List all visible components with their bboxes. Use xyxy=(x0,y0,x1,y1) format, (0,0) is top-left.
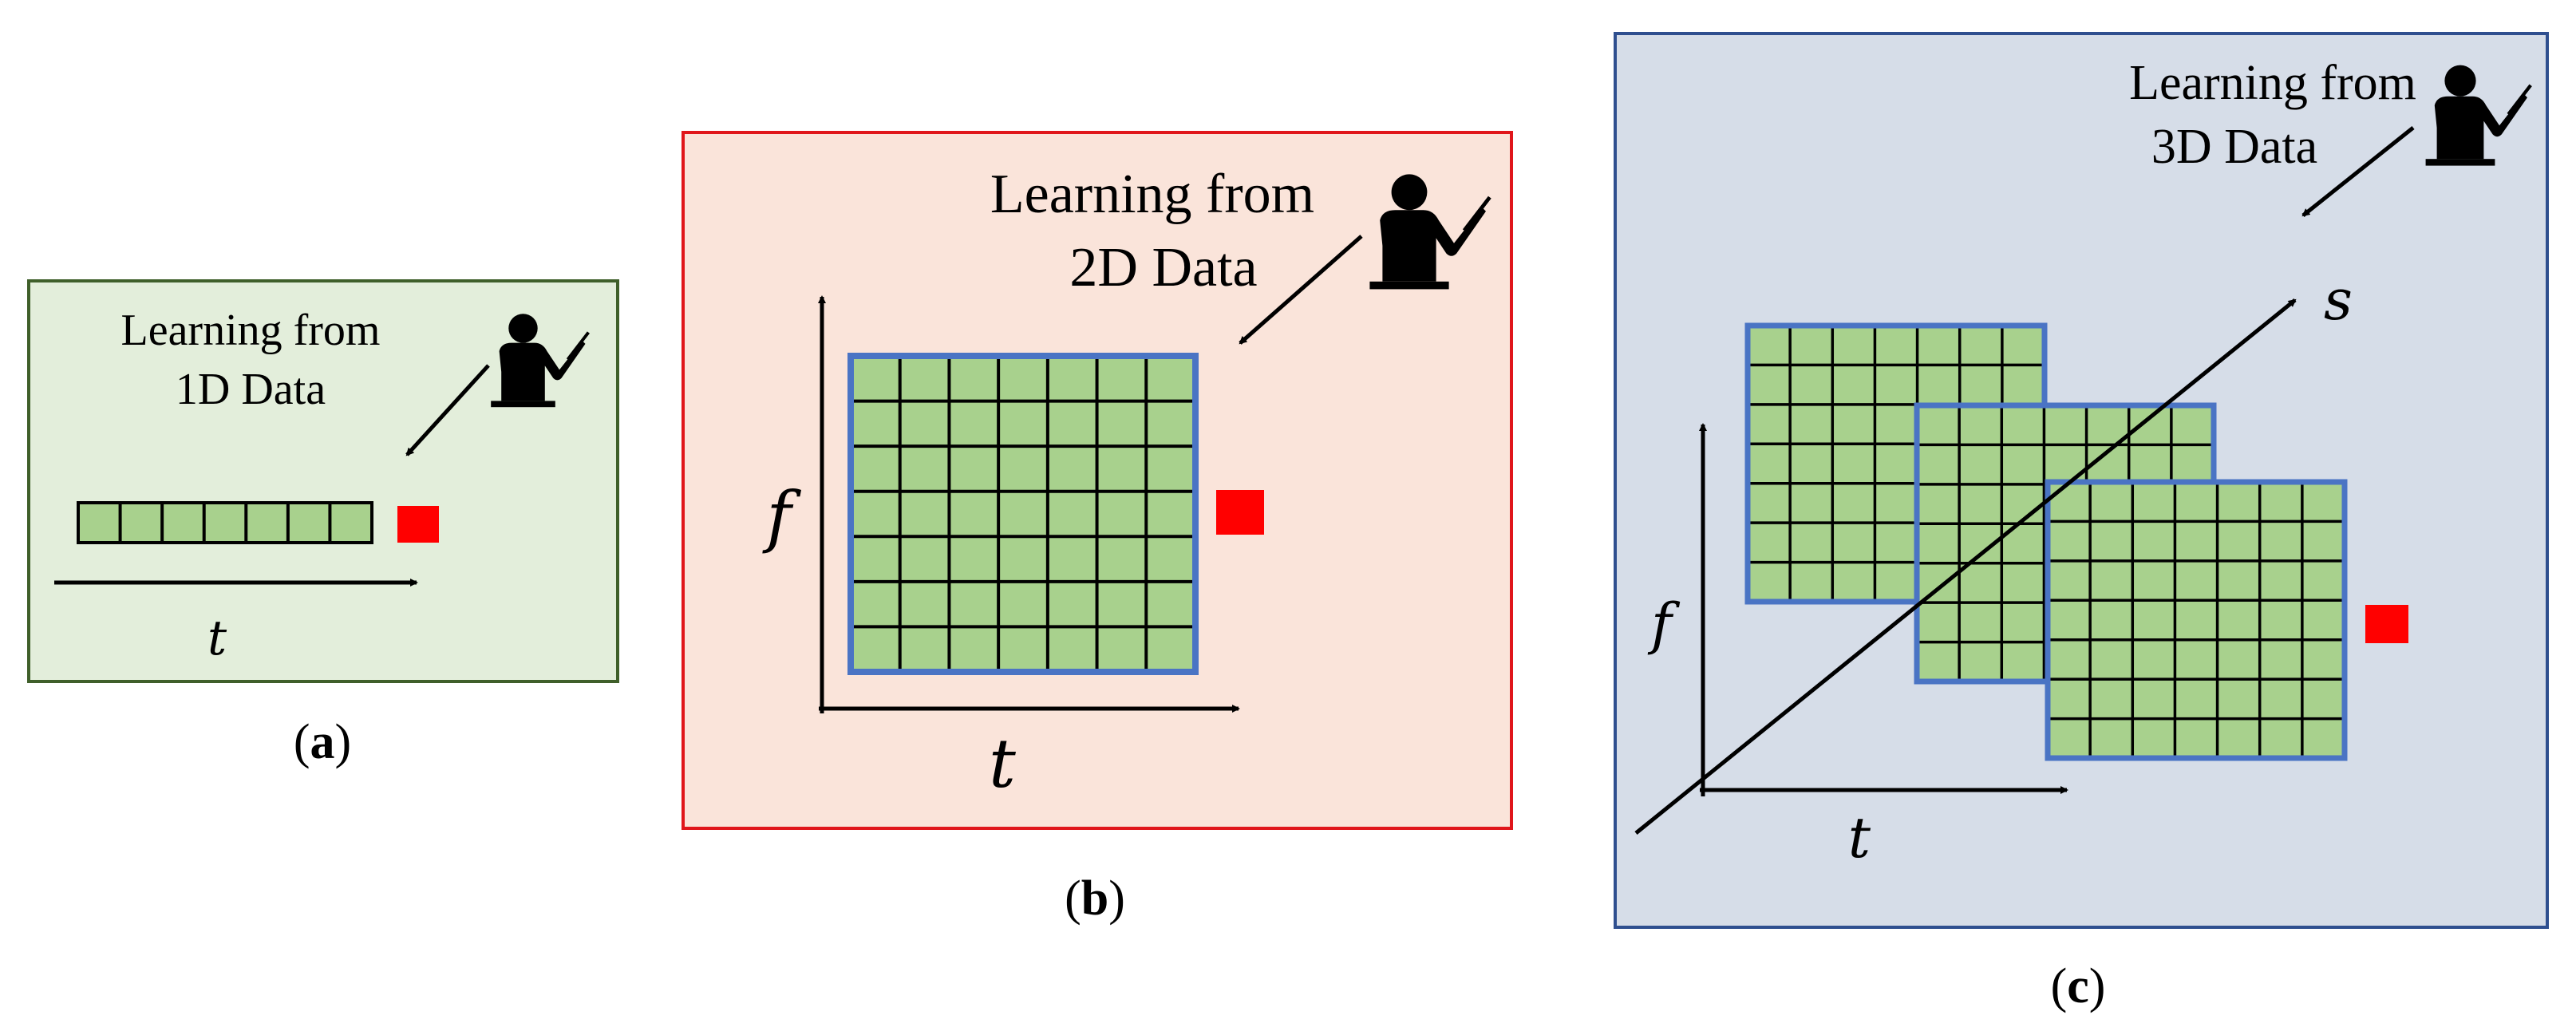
panel-b-marker xyxy=(1216,490,1264,535)
grid-3d-slice-3-border xyxy=(2045,479,2348,761)
panel-a-pointer-arrow xyxy=(405,364,490,456)
panel-c-grids xyxy=(1744,322,2348,761)
panel-a-marker xyxy=(397,506,439,543)
panel-c-marker xyxy=(2365,605,2408,643)
panel-b-title-line1: Learning from xyxy=(990,164,1314,225)
panel-c-title-line2: 3D Data xyxy=(2151,120,2317,174)
panel-a: Learning from 1D Data t xyxy=(27,279,619,683)
caption-a-letter: a xyxy=(310,715,335,769)
panel-c: Learning from 3D Data f t s xyxy=(1614,32,2549,929)
caption-a: (a) xyxy=(294,715,351,769)
panel-b-title-line2: 2D Data xyxy=(1069,237,1257,298)
panel-c-s-label: s xyxy=(2324,267,2353,333)
caption-b: (b) xyxy=(1065,871,1125,926)
grid-2d xyxy=(847,353,1199,675)
grid-2d-fill xyxy=(851,356,1195,672)
panel-b-t-label: t xyxy=(989,725,1016,803)
panel-c-t-label: t xyxy=(1848,805,1871,871)
grid-3d-slice-3-fill xyxy=(2048,482,2345,758)
panel-c-s-axis xyxy=(1634,298,2297,835)
panel-b-grid xyxy=(847,353,1199,675)
panel-b: Learning from 2D Data f t xyxy=(682,131,1513,830)
panel-a-t-label: t xyxy=(207,610,227,666)
panel-a-title-line2: 1D Data xyxy=(176,365,326,414)
grid-2d-border xyxy=(847,353,1199,675)
caption-b-letter: b xyxy=(1081,871,1108,926)
panel-b-pointer-arrow xyxy=(1239,235,1363,345)
sequence-frame xyxy=(77,501,373,544)
panel-c-pointer-arrow xyxy=(2301,126,2415,217)
panel-a-title-line1: Learning from xyxy=(121,306,381,355)
caption-c-letter: c xyxy=(2067,959,2089,1013)
panel-c-title-line1: Learning from xyxy=(2129,56,2416,110)
grid-3d-slice-3 xyxy=(2045,479,2348,761)
caption-c: (c) xyxy=(2051,959,2106,1013)
panel-a-sequence xyxy=(77,501,373,544)
